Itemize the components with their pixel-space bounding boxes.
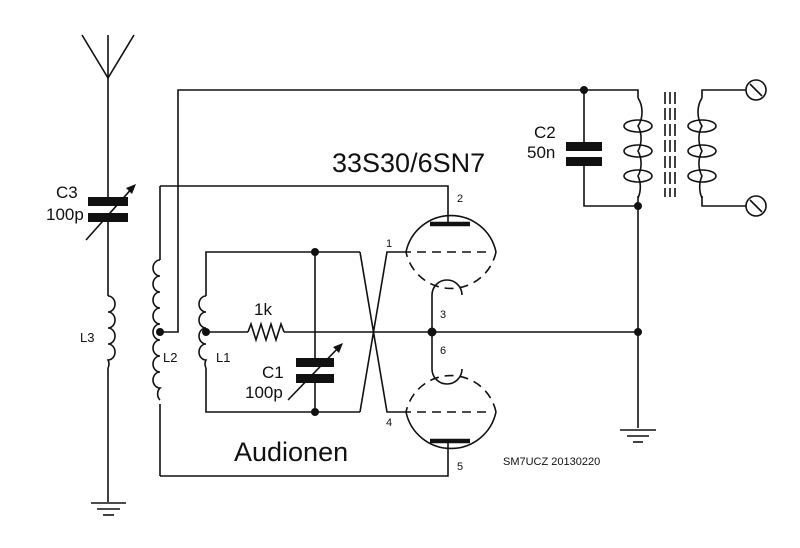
ground-main-icon (620, 429, 656, 443)
ground-antenna-icon (91, 502, 126, 516)
transformer-core (664, 92, 676, 197)
resistor-1k (247, 321, 285, 343)
pin-3: 3 (440, 309, 446, 321)
c2-value: 50n (527, 143, 555, 162)
transformer-primary-loops (623, 119, 653, 183)
pin-1: 1 (386, 238, 392, 250)
junction-cathode-ground (634, 328, 642, 336)
transformer-secondary (697, 97, 703, 199)
wire-l2-tap-to-plate-rail (160, 89, 584, 333)
wire-primary-top (584, 89, 639, 98)
wire-secondary-bottom (701, 196, 746, 207)
l3-label: L3 (80, 330, 94, 345)
l2-label: L2 (163, 350, 177, 365)
wire-l2-to-plate-5 (160, 455, 449, 477)
tube-lower-triode (402, 360, 497, 455)
tube-label: 33S30/6SN7 (332, 148, 485, 178)
c1-name: C1 (262, 363, 284, 382)
transformer-primary (637, 97, 643, 199)
wire-secondary-top (701, 89, 746, 98)
antenna-icon (81, 34, 135, 79)
wire-l2-to-plate-2 (160, 185, 449, 208)
junction-c1-top (311, 248, 319, 256)
l1-label: L1 (216, 350, 230, 365)
wire-l1-bottom (205, 368, 360, 413)
c3-value: 100p (46, 205, 84, 224)
inductor-l3 (106, 295, 116, 369)
pin-4: 4 (386, 417, 392, 429)
credit-text: SM7UCZ 20130220 (503, 456, 600, 468)
pin-6: 6 (440, 345, 446, 357)
capacitor-c1 (287, 343, 343, 401)
c1-value: 100p (245, 383, 283, 402)
wire-grid-4 (359, 251, 402, 413)
pin-2: 2 (457, 193, 463, 205)
junction-cathodes (427, 327, 437, 337)
inductor-l1 (198, 295, 208, 369)
capacitor-c2 (566, 142, 602, 166)
wire-l1-top (205, 251, 360, 296)
wire-c2-bottom (583, 166, 638, 207)
diagram-title: Audionen (234, 437, 348, 467)
pin-5: 5 (457, 461, 463, 473)
inductor-l2 (152, 259, 162, 401)
headphone-terminal-top-icon[interactable] (745, 79, 767, 101)
transformer-secondary-loops (687, 119, 717, 183)
capacitor-c3 (85, 184, 136, 241)
headphone-terminal-bottom-icon[interactable] (745, 195, 767, 217)
junction-c1-bottom (311, 408, 319, 416)
wire-grid-1 (359, 251, 402, 413)
c2-name: C2 (534, 123, 556, 142)
r1-value: 1k (254, 300, 272, 319)
c3-name: C3 (56, 183, 78, 202)
tube-upper-triode (402, 208, 497, 304)
